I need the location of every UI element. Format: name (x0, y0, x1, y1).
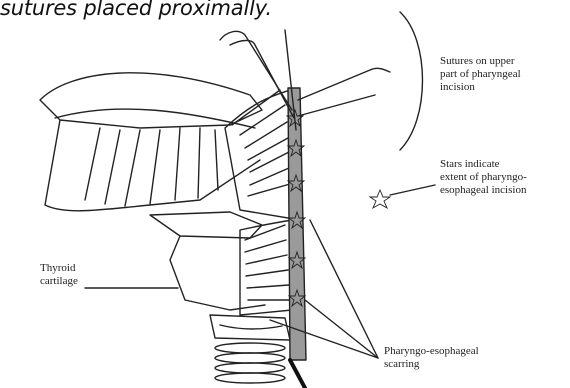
label-sutures: Sutures on upper part of pharyngeal inci… (440, 55, 521, 94)
lower-constrictor-muscle (240, 220, 292, 315)
label-thyroid: Thyroid cartilage (40, 262, 78, 288)
hyoid-outline (150, 212, 262, 238)
star-icon (370, 190, 390, 208)
label-scarring: Pharyngo-esophageal scarring (384, 345, 479, 371)
sutures-bracket (400, 12, 423, 150)
label-stars: Stars indicate extent of pharyngo- esoph… (440, 158, 527, 197)
tongue-outline (40, 73, 262, 128)
scarring-leader-2 (305, 300, 378, 358)
palate-outline (45, 120, 260, 211)
stars-leader (390, 185, 435, 195)
trachea-rings (215, 343, 285, 383)
cricoid-outline (210, 315, 290, 340)
